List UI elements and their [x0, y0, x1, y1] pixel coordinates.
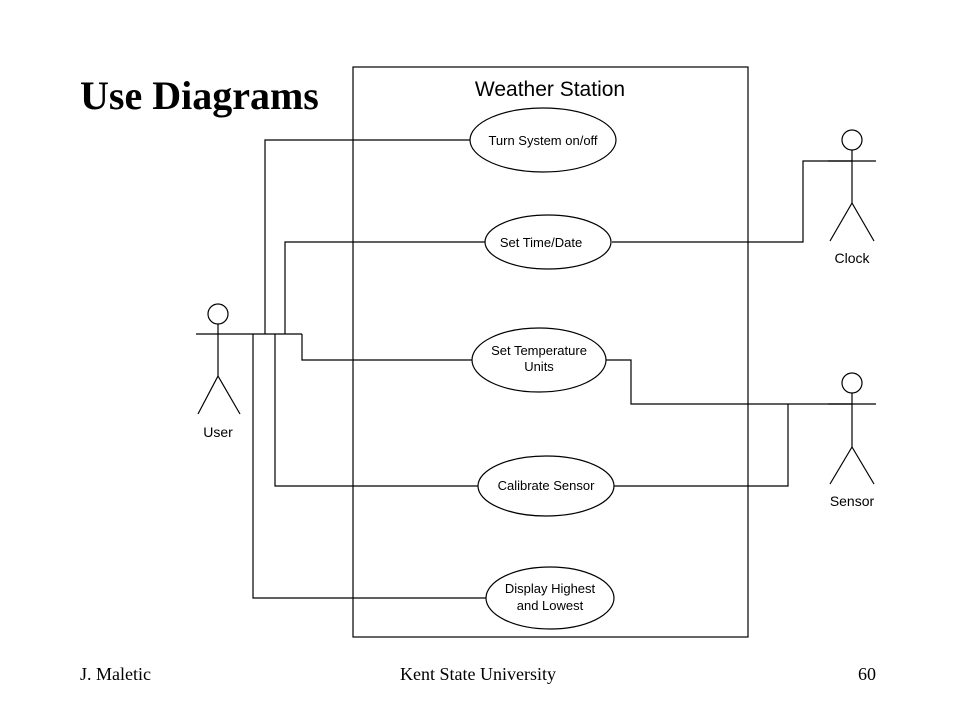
association-lines	[252, 139, 852, 599]
actor-leg-right	[217, 375, 241, 415]
use-case-label: Display Highest	[505, 581, 596, 596]
use-case-label: Set Temperature	[491, 343, 587, 358]
actor-leg-right	[851, 202, 875, 242]
actor-leg-left	[197, 375, 219, 415]
actor-clock-label: Clock	[834, 250, 870, 266]
actor-head	[841, 372, 863, 394]
actor-head	[207, 303, 229, 325]
clock-set-time-line	[612, 160, 852, 243]
use-case-label: Turn System on/off	[488, 133, 597, 148]
use-case-set-time: Set Time/Date	[484, 214, 612, 270]
user-set-temperature-line	[301, 334, 472, 361]
actor-sensor-label: Sensor	[830, 493, 875, 509]
actor-leg-right	[851, 446, 875, 485]
actor-user	[196, 303, 302, 415]
slide-title: Use Diagrams	[80, 73, 319, 118]
system-name: Weather Station	[475, 78, 625, 101]
footer-page-number: 60	[858, 664, 876, 684]
use-case-turn-system: Turn System on/off	[469, 107, 617, 173]
user-turn-system-line	[264, 139, 470, 334]
actor-leg-left	[829, 446, 853, 485]
user-display-line	[252, 334, 486, 599]
user-calibrate-line	[274, 334, 478, 487]
use-case-label: Units	[524, 359, 554, 374]
use-case-set-temperature: Set Temperature Units	[471, 327, 607, 393]
actor-user-label: User	[203, 424, 233, 440]
actor-clock	[828, 129, 876, 242]
sensor-set-temperature-line	[606, 359, 852, 405]
use-case-label: and Lowest	[517, 598, 584, 613]
actor-leg-left	[829, 202, 853, 242]
use-case-label: Calibrate Sensor	[498, 478, 595, 493]
user-set-time-line	[284, 241, 485, 334]
actor-sensor	[828, 372, 876, 485]
actor-head	[841, 129, 863, 151]
footer-institution: Kent State University	[400, 664, 556, 684]
use-case-display-highest-lowest: Display Highest and Lowest	[485, 566, 615, 630]
system-boundary	[352, 66, 749, 638]
use-case-label: Set Time/Date	[500, 235, 582, 250]
footer-author: J. Maletic	[80, 664, 151, 684]
use-case-calibrate-sensor: Calibrate Sensor	[477, 455, 615, 517]
sensor-calibrate-line	[614, 404, 789, 487]
